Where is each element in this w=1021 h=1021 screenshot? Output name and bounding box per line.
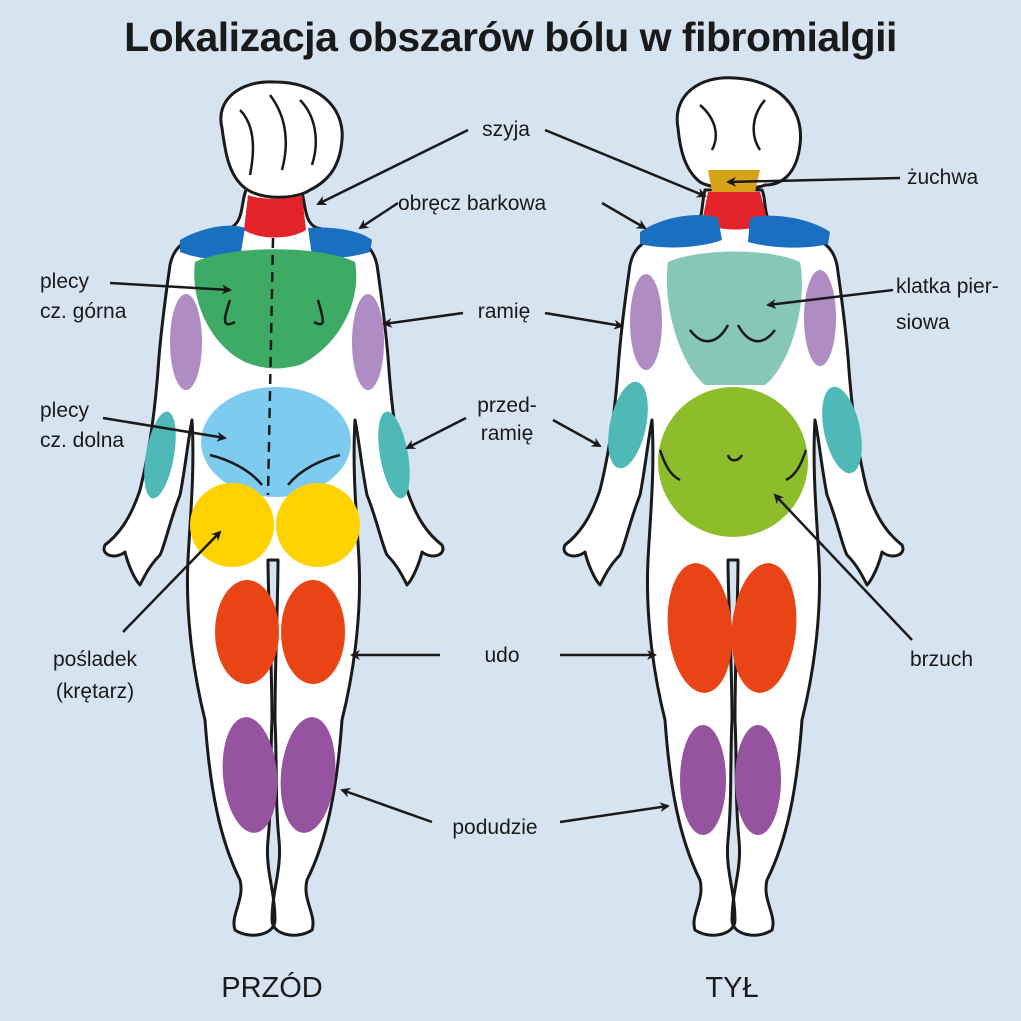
- arrow-plecy-dolna: [102, 416, 227, 442]
- right-arm-right-region: [804, 270, 836, 366]
- right-thigh-left-region: [667, 563, 733, 693]
- left-shoulder-right-region: [308, 227, 372, 259]
- arrow-obrecz-left: [358, 201, 399, 230]
- arrow-szyja-left: [316, 128, 469, 206]
- right-thigh-right-region: [731, 563, 797, 693]
- arrows: [102, 128, 913, 824]
- left-calf-left-region: [222, 717, 278, 833]
- right-shoulder-right-region: [748, 215, 830, 248]
- diagram-title: Lokalizacja obszarów bólu w fibromialgii: [124, 14, 897, 60]
- left-buttock-left-region: [190, 483, 274, 567]
- right-chest-region: [666, 251, 802, 385]
- right-body-outline: [562, 188, 905, 937]
- left-thigh-right-region: [281, 580, 345, 684]
- left-calf-right-region: [280, 717, 336, 833]
- label-przedramie-line2: ramię: [480, 422, 534, 445]
- label-szyja: szyja: [482, 118, 530, 141]
- figure-left: [102, 80, 445, 937]
- left-neck-region: [244, 195, 306, 238]
- arrow-obrecz-right: [601, 201, 647, 230]
- left-upper-back-region: [194, 249, 357, 369]
- arrow-ramie-left: [382, 311, 464, 328]
- label-plecy-dolna-line1: plecy: [40, 399, 90, 422]
- label-podudzie: podudzie: [452, 816, 538, 839]
- label-posladek-line1: pośladek: [52, 648, 138, 671]
- arrow-brzuch: [773, 493, 913, 641]
- left-thigh-left-region: [215, 580, 279, 684]
- right-forearm-left-region: [608, 381, 648, 469]
- label-zuchwa: żuchwa: [907, 166, 979, 189]
- arrow-posladek: [122, 530, 222, 633]
- label-posladek-line2: (krętarz): [55, 680, 135, 703]
- arrow-podudzie-right: [559, 802, 670, 824]
- left-arm-left-region: [170, 294, 202, 390]
- label-plecy-dolna-line2: cz. dolna: [40, 429, 125, 452]
- left-forearm-left-region: [144, 411, 176, 499]
- arrow-przedramie-left: [405, 416, 467, 450]
- label-plecy-gorna-line2: cz. górna: [40, 300, 127, 323]
- left-forearm-right-region: [378, 411, 410, 499]
- right-head: [675, 76, 803, 190]
- left-arm-right-region: [352, 294, 384, 390]
- right-abdomen-region: [658, 387, 808, 537]
- right-forearm-right-region: [822, 386, 862, 474]
- label-obrecz-barkowa: obręcz barkowa: [398, 192, 547, 215]
- label-ramie: ramię: [477, 300, 531, 323]
- left-head: [219, 80, 344, 199]
- label-udo: udo: [484, 644, 520, 667]
- right-calf-left-region: [680, 725, 726, 835]
- arrow-szyja-right: [544, 128, 707, 198]
- left-shoulder-left-region: [180, 225, 245, 260]
- label-plecy-gorna-line1: plecy: [40, 270, 90, 293]
- label-brzuch: brzuch: [910, 648, 974, 671]
- arrow-klatka: [766, 288, 894, 310]
- left-lower-back-region: [201, 387, 351, 497]
- arrow-zuchwa: [726, 176, 901, 187]
- arrow-podudzie-left: [340, 787, 433, 824]
- right-calf-right-region: [735, 725, 781, 835]
- figure-right: [562, 76, 905, 937]
- arrow-plecy-gorna: [109, 281, 232, 295]
- view-label-front: PRZÓD: [221, 972, 323, 1004]
- arrow-ramie-right: [544, 311, 624, 330]
- arrow-przedramie-right: [552, 418, 602, 448]
- right-shoulder-left-region: [640, 215, 722, 248]
- label-klatka-line2: siowa: [896, 311, 950, 334]
- label-klatka-line1: klatka pier-: [896, 275, 999, 298]
- label-przedramie-line1: przed-: [477, 394, 537, 417]
- right-arm-left-region: [630, 274, 662, 370]
- view-label-back: TYŁ: [705, 972, 759, 1004]
- left-buttock-right-region: [276, 483, 360, 567]
